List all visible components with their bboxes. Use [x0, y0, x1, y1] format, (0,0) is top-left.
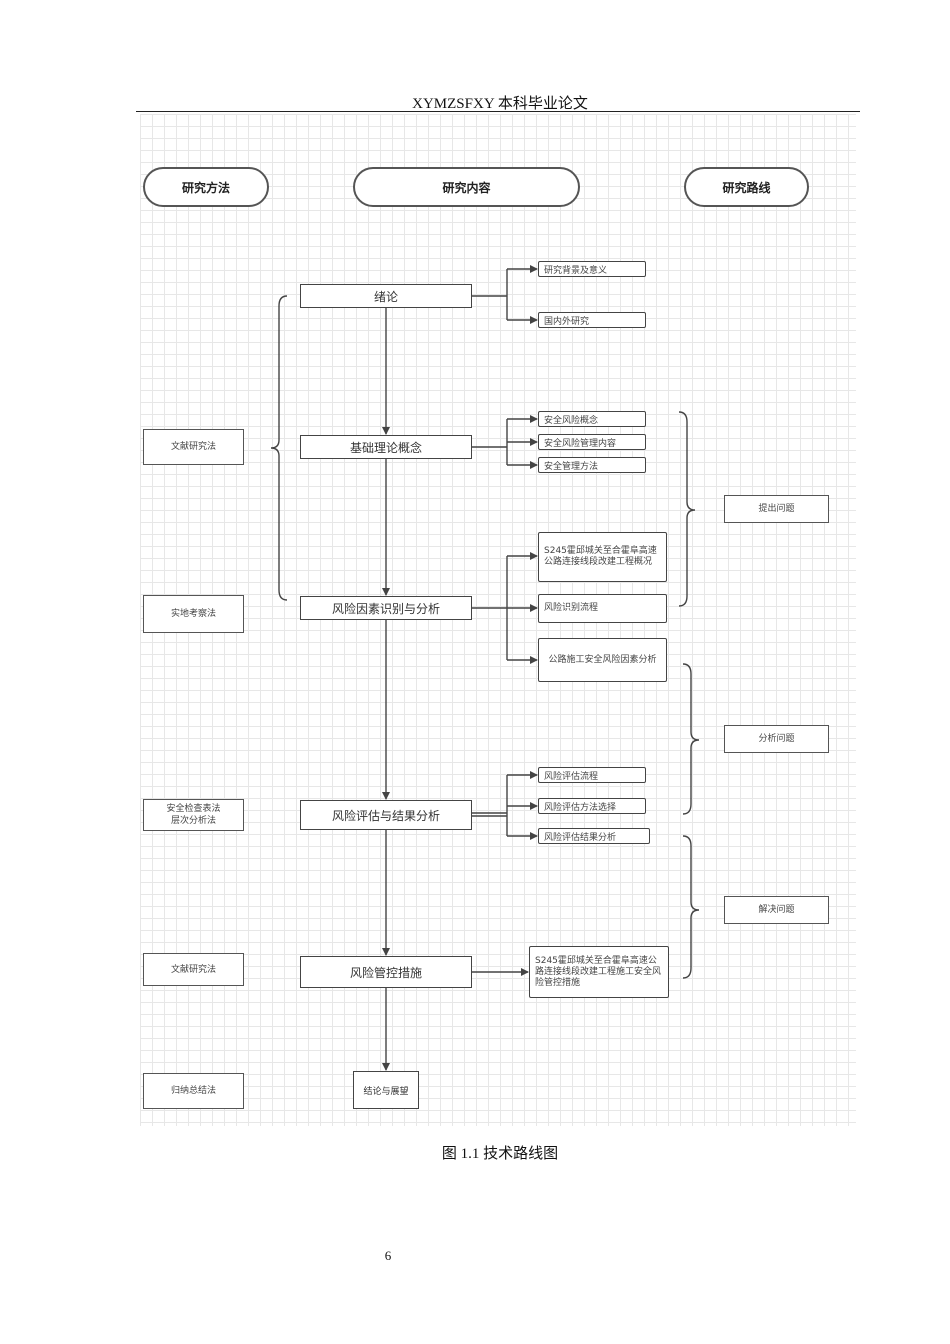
step-theory: 基础理论概念: [300, 435, 472, 459]
lane-route: 研究路线: [684, 167, 809, 207]
page-header: XYMZSFXY 本科毕业论文: [412, 96, 588, 112]
method-checklist: 安全检查表法: [166, 804, 221, 814]
page-number: 6: [384, 1248, 392, 1263]
lane-content: 研究内容: [353, 167, 580, 207]
method-ahp: 层次分析法: [170, 816, 216, 826]
step-risk-evaluation: 风险评估与结果分析: [300, 800, 472, 830]
sub-risk-factor-analysis: 公路施工安全风险因素分析: [538, 638, 667, 682]
sub-literature-review: 国内外研究: [538, 312, 646, 328]
sub-eval-process: 风险评估流程: [538, 767, 646, 783]
method-literature: 文献研究法: [143, 429, 244, 465]
step-risk-identification: 风险因素识别与分析: [300, 596, 472, 620]
sub-safety-method: 安全管理方法: [538, 457, 646, 473]
route-raise-problem: 提出问题: [724, 495, 829, 523]
figure-caption: 图 1.1 技术路线图: [441, 1146, 559, 1162]
sub-background: 研究背景及意义: [538, 261, 646, 277]
sub-project-overview: S245霍邱城关至合霍阜高速公路连接线段改建工程概况: [538, 532, 667, 582]
method-checklist-ahp: 安全检查表法 层次分析法: [143, 799, 244, 831]
sub-identification-process: 风险识别流程: [538, 594, 667, 623]
method-literature-2: 文献研究法: [143, 953, 244, 986]
sub-control-measures: S245霍邱城关至合霍阜高速公路连接线段改建工程施工安全风险管控措施: [529, 946, 669, 998]
step-conclusion: 结论与展望: [353, 1071, 419, 1109]
sub-risk-management: 安全风险管理内容: [538, 434, 646, 450]
step-intro: 绪论: [300, 284, 472, 308]
lane-methods: 研究方法: [143, 167, 269, 207]
header-rule: [136, 111, 860, 112]
step-risk-control: 风险管控措施: [300, 956, 472, 988]
route-solve-problem: 解决问题: [724, 896, 829, 924]
sub-risk-concept: 安全风险概念: [538, 411, 646, 427]
sub-eval-result: 风险评估结果分析: [538, 828, 650, 844]
route-analyze-problem: 分析问题: [724, 725, 829, 753]
diagram-canvas: [140, 114, 856, 1126]
method-field: 实地考察法: [143, 595, 244, 633]
sub-eval-method: 风险评估方法选择: [538, 798, 646, 814]
method-induction: 归纳总结法: [143, 1073, 244, 1109]
